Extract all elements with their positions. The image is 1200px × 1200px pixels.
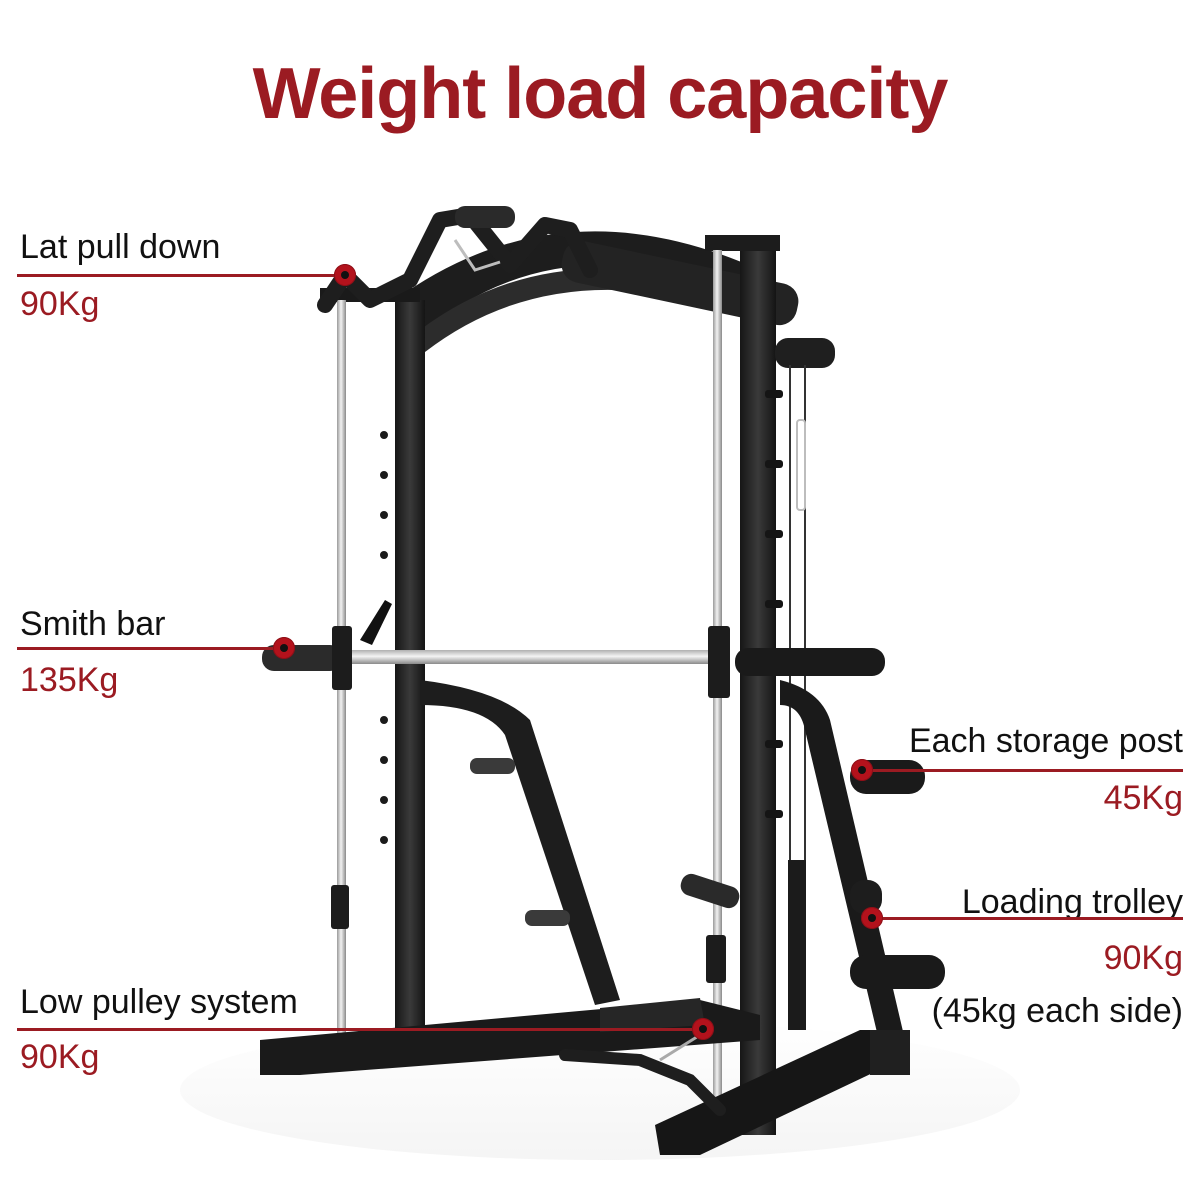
loading-trolley-note: (45kg each side) xyxy=(931,992,1183,1030)
low-pulley-label: Low pulley system xyxy=(20,983,298,1021)
low-pulley-leader-line xyxy=(17,1028,703,1031)
storage-post-value: 45Kg xyxy=(1103,779,1183,817)
low-pulley-value: 90Kg xyxy=(20,1038,100,1076)
loading-trolley-label: Loading trolley xyxy=(961,883,1183,921)
smith-bar-marker-icon xyxy=(273,637,295,659)
loading-trolley-marker-icon xyxy=(861,907,883,929)
lat-pull-down-label: Lat pull down xyxy=(20,228,221,266)
lat-pull-down-leader-line xyxy=(17,274,345,277)
smith-bar-value: 135Kg xyxy=(20,661,119,699)
lat-pull-down-value: 90Kg xyxy=(20,285,100,323)
loading-trolley-value: 90Kg xyxy=(1103,939,1183,977)
lat-pull-down-marker-icon xyxy=(334,264,356,286)
smith-bar-label: Smith bar xyxy=(20,605,166,643)
storage-post-label: Each storage post xyxy=(908,722,1183,760)
storage-post-marker-icon xyxy=(851,759,873,781)
loading-trolley-leader-line xyxy=(872,917,1183,920)
storage-post-leader-line xyxy=(862,769,1183,772)
smith-bar-leader-line xyxy=(17,647,285,650)
low-pulley-marker-icon xyxy=(692,1018,714,1040)
page-title: Weight load capacity xyxy=(252,54,949,134)
